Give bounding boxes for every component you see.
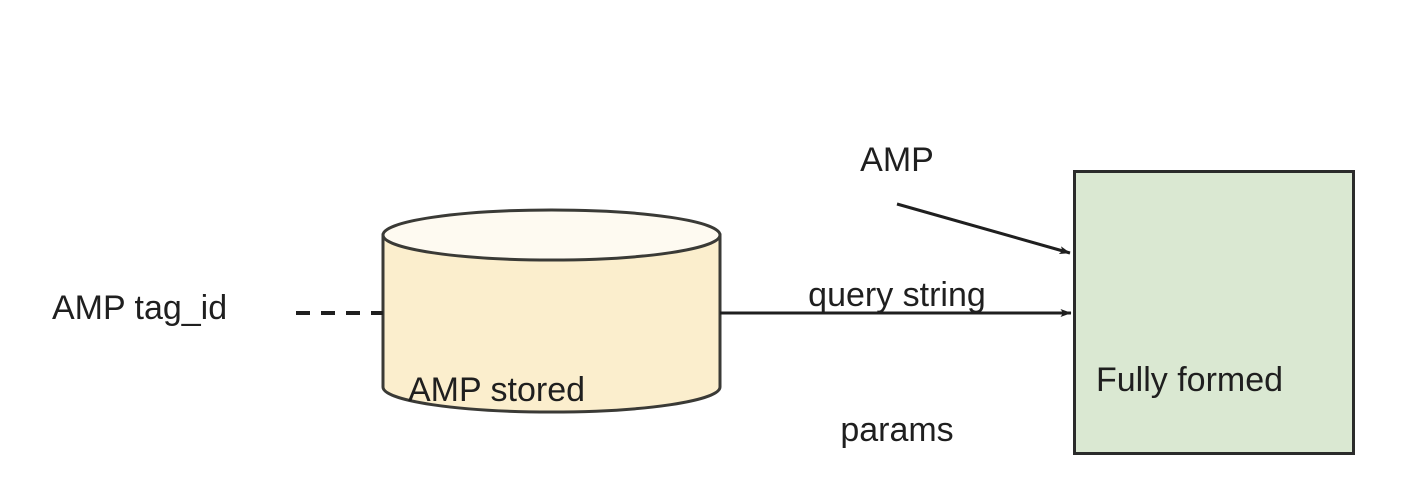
stored-request-line-1: AMP stored [408, 371, 586, 409]
fully-formed-ortb-line-2: ORTB [1096, 493, 1283, 498]
node-fully-formed-ortb-box[interactable] [1073, 170, 1355, 455]
fully-formed-ortb-line-1: Fully formed [1096, 361, 1284, 399]
label-amp-query-string-params: AMP query string params [797, 48, 997, 498]
query-params-line-3: params [840, 411, 954, 449]
label-amp-stored-request-template: AMP stored request template [408, 278, 661, 498]
label-amp-tag-id: AMP tag_id [52, 289, 228, 327]
node-stored-request-cylinder[interactable] [381, 208, 722, 414]
query-params-line-2: query string [808, 276, 986, 314]
label-fully-formed-ortb: Fully formed ORTB [1096, 268, 1283, 498]
edge-query-params-to-ortb[interactable] [896, 202, 1071, 255]
query-params-line-1: AMP [860, 141, 934, 179]
